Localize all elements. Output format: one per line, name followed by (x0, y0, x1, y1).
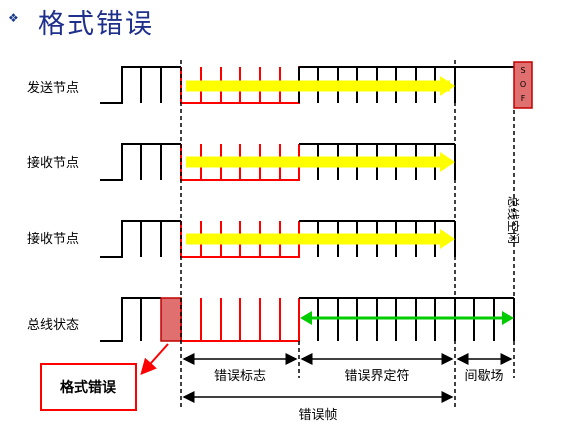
bus-green-double-arrow (300, 311, 514, 325)
svg-text:O: O (520, 80, 526, 89)
page-title: 格式错误 (38, 9, 154, 40)
svg-text:F: F (521, 94, 526, 103)
row-label-receiver-2: 接收节点 (27, 231, 79, 247)
row-label-sender: 发送节点 (27, 80, 79, 96)
row-label-bus-state: 总线状态 (27, 318, 79, 333)
sof-marker: S O F (513, 61, 533, 109)
sender-yellow-arrowhead (440, 76, 455, 96)
format-error-callout: 格式错误 (40, 363, 137, 411)
title-bullet-icon: ❖ (8, 11, 19, 25)
bus-error-flag-ticks (200, 298, 281, 341)
label-error-delimiter: 错误界定符 (344, 368, 409, 384)
segment-span-arrows (182, 353, 513, 403)
svg-text:格式错误: 格式错误 (60, 379, 117, 396)
bus-idle-label: 总线空闲 (506, 196, 520, 244)
svg-text:S: S (520, 66, 525, 75)
callout-pointer-arrow (140, 343, 169, 375)
receiver-2-yellow-arrowhead (440, 229, 455, 249)
label-intermission: 间歇场 (464, 369, 503, 384)
dashed-markers (180, 60, 515, 410)
bus-format-error-bit (160, 297, 182, 342)
label-error-frame: 错误帧 (298, 408, 337, 423)
row-label-receiver-1: 接收节点 (27, 155, 79, 171)
receiver-1-yellow-arrowhead (440, 152, 455, 172)
label-error-flag: 错误标志 (214, 369, 266, 384)
